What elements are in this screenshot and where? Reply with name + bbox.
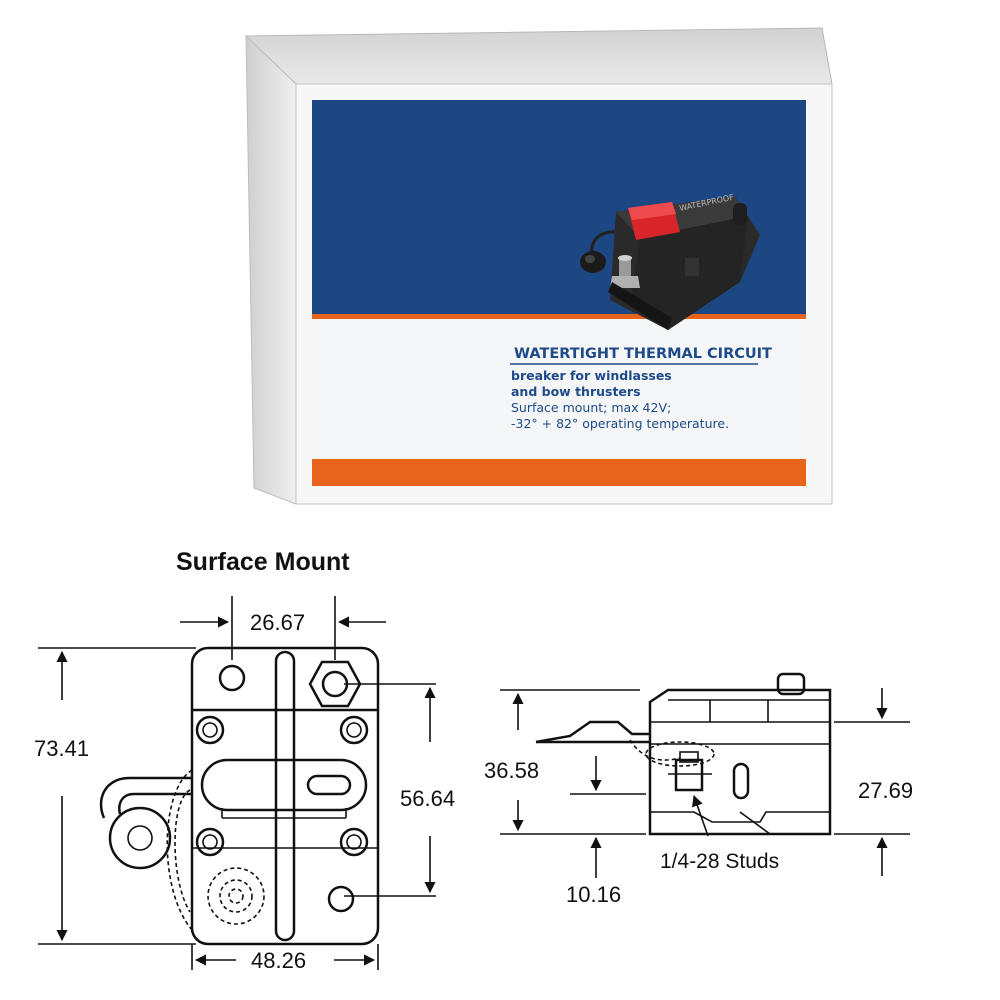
box-title: WATERTIGHT THERMAL CIRCUIT	[514, 346, 772, 362]
protective-cap	[108, 806, 172, 870]
dim-side-body: 27.69	[858, 778, 913, 803]
dim-top-width: 26.67	[250, 610, 305, 635]
screw-upper-right	[339, 715, 369, 745]
front-view	[99, 646, 380, 946]
box-top-flap	[244, 27, 833, 85]
product-box: WATERPROOF WATERTIGHT THERMAL CIRCUIT br…	[244, 27, 833, 505]
dim-overall-height: 73.41	[34, 736, 89, 761]
dim-stud-spacing: 56.64	[400, 786, 455, 811]
hidden-stud	[207, 867, 265, 925]
mount-hole-top-left	[218, 664, 246, 692]
dim-side-total: 36.58	[484, 758, 539, 783]
reset-lever-grip	[306, 774, 352, 796]
side-top-button	[776, 672, 806, 696]
mount-hole-bottom-right	[327, 885, 355, 913]
reset-lever	[200, 758, 368, 812]
stud-label: 1/4-28 Studs	[660, 850, 779, 873]
side-stud	[674, 758, 704, 792]
box-spec-line1: Surface mount; max 42V;	[511, 400, 671, 415]
box-orange-thin-stripe	[312, 314, 806, 319]
center-slot	[274, 650, 296, 942]
side-view	[535, 672, 832, 836]
box-orange-bottom-bar	[312, 459, 806, 486]
stud-hex-top-right	[308, 660, 362, 708]
breaker-product-image: WATERPROOF	[580, 193, 760, 330]
front-body-outline	[190, 646, 380, 946]
front-dimensions: 26.67 73.41 56.64 48.26	[34, 596, 455, 973]
box-subtitle-line2: and bow thrusters	[511, 384, 641, 399]
box-lower-panel	[312, 319, 806, 459]
drawing-title: Surface Mount	[176, 548, 350, 576]
dim-side-base: 10.16	[566, 882, 621, 907]
box-subtitle-line1: breaker for windlasses	[511, 368, 672, 383]
dim-bottom-width: 48.26	[251, 948, 306, 973]
screw-upper-left	[195, 715, 225, 745]
screw-lower-right	[339, 827, 369, 857]
box-side-face	[245, 34, 297, 505]
box-spec-line2: -32° + 82° operating temperature.	[511, 416, 729, 431]
side-dimensions: 36.58 10.16 27.69 1/4-28 Studs	[484, 688, 913, 907]
screw-lower-left	[195, 827, 225, 857]
